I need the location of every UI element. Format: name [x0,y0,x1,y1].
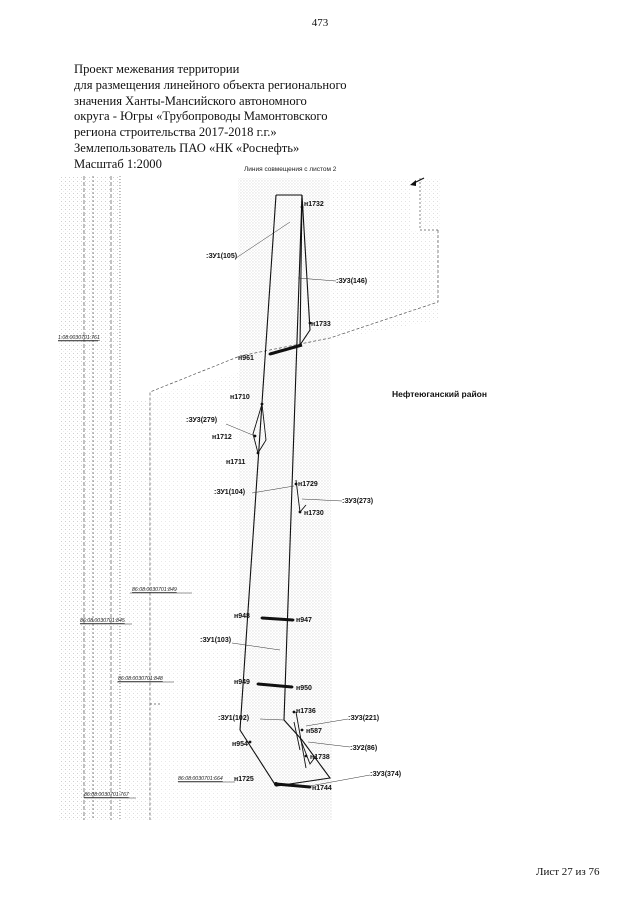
district-label: Нефтеюганский район [392,389,487,399]
point-label: н950 [296,685,312,692]
cadastral-label: 1:08:0030701:761 [58,335,100,341]
point-label: н1725 [234,776,254,783]
point-label: н1730 [304,510,324,517]
cadastral-leaders [58,340,235,799]
parcel-label: :ЗУ3(279) [186,417,217,424]
point-label: н1733 [311,321,331,328]
cadastral-label: 86:08:0030701:767 [84,792,130,798]
side-parcels [252,403,317,765]
sheet-footer: Лист 27 из 76 [536,866,600,878]
parcel-label: :ЗУ2(86) [350,745,377,752]
point-label: н949 [234,679,250,686]
match-line-label: Линия совмещения с листом 2 [244,166,337,173]
point-label: н1729 [298,481,318,488]
parcel-label: :ЗУ1(104) [214,489,245,496]
parcel-label: :ЗУ1(105) [206,253,237,260]
point-label: н1744 [312,785,332,792]
parcel-leaders [225,221,371,787]
point-label: н961 [238,355,254,362]
pipeline-corridor [239,194,331,787]
cadastral-label: 86:08:0030701:664 [178,776,223,782]
point-label: н1712 [212,434,232,441]
point-label: н587 [306,728,322,735]
point-label: н1732 [304,201,324,208]
title-line: Проект межевания территории [74,62,240,76]
title-line: значения Ханты-Мансийского автономного [74,93,307,108]
scale-label: Масштаб 1:2000 [74,156,162,171]
cadastral-label: 86:08:0030701:849 [132,587,177,593]
cadastral-label: 86:08:0030701:848 [118,676,163,682]
point-label: н1711 [226,459,246,466]
north-arrow-icon [410,177,425,186]
parcel-label: :ЗУ3(273) [342,498,373,505]
parcel-label: :ЗУ1(103) [200,637,231,644]
point-label: н1738 [310,754,330,761]
title-block: Проект межевания территории для размещен… [74,62,394,173]
title-line: региона строительства 2017-2018 г.г.» [74,125,277,140]
cadastral-label: 86:08:0030701:845 [80,618,125,624]
point-label: н948 [234,613,250,620]
title-line: для размещения линейного объекта региона… [74,77,347,92]
survey-points [248,205,312,789]
title-line: Землепользователь ПАО «НК «Роснефть» [74,140,300,155]
point-label: н947 [296,617,312,624]
parcel-label: :ЗУ3(221) [348,715,379,722]
page-number: 473 [311,17,329,29]
crossing-bars [257,343,311,789]
boundary-lines [83,176,439,820]
point-label: н954 [232,741,248,748]
point-label: н1736 [296,708,316,715]
title-line: округа - Югры «Трубопроводы Мамонтовског… [74,109,328,124]
terrain-shading [58,176,440,820]
parcel-label: :ЗУ3(374) [370,771,401,778]
point-label: н1710 [230,394,250,401]
parcel-label: :ЗУ3(146) [336,278,367,285]
parcel-label: :ЗУ1(102) [218,715,249,722]
